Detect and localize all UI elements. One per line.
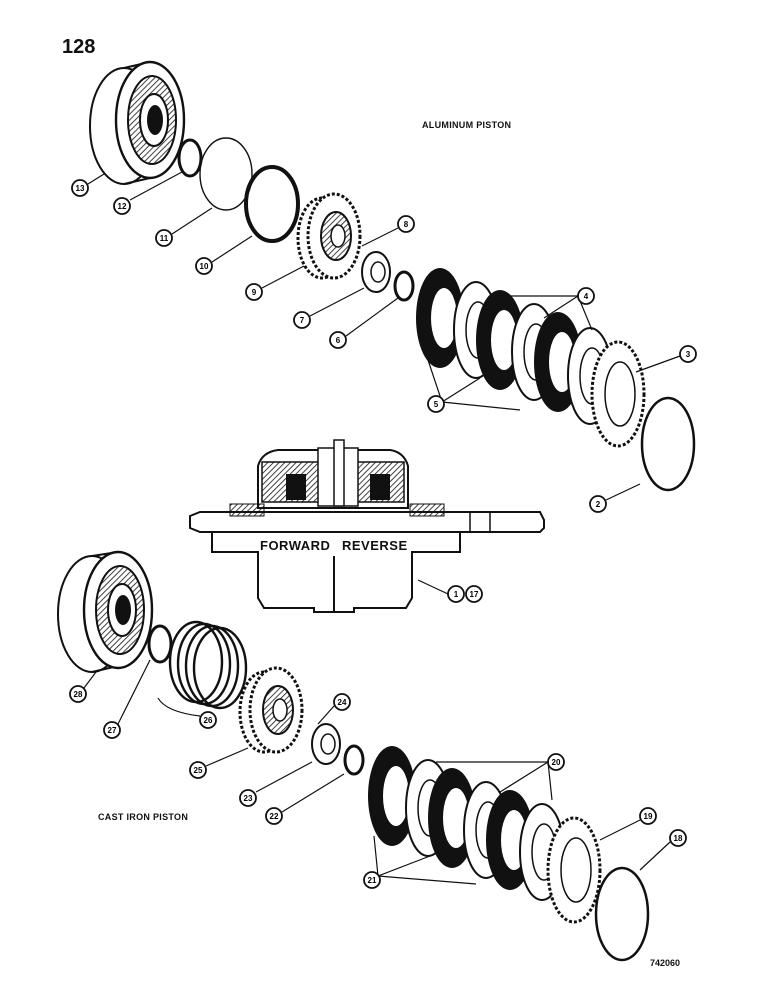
aluminum-piston-label: ALUMINUM PISTON <box>422 120 512 130</box>
forward-label: FORWARD <box>260 538 331 553</box>
svg-text:22: 22 <box>270 812 279 821</box>
retainer-23 <box>311 723 341 765</box>
snap-ring-6 <box>393 270 415 302</box>
clutch-housing-28 <box>57 550 154 673</box>
callout-9: 9 <box>245 283 263 301</box>
svg-text:11: 11 <box>160 234 169 243</box>
callout-21: 21 <box>363 871 381 889</box>
svg-text:26: 26 <box>204 716 213 725</box>
svg-text:25: 25 <box>194 766 203 775</box>
piston-rings-26 <box>168 620 248 710</box>
section-view <box>189 439 545 613</box>
callout-20: 20 <box>547 753 565 771</box>
pressure-plate-3 <box>590 340 646 448</box>
svg-text:24: 24 <box>338 698 347 707</box>
callout-24: 24 <box>333 693 351 711</box>
callout-12: 12 <box>113 197 131 215</box>
svg-text:6: 6 <box>336 336 341 345</box>
svg-text:8: 8 <box>404 220 409 229</box>
drawing-code: 742060 <box>650 958 681 968</box>
svg-text:1: 1 <box>454 590 459 599</box>
callout-25: 25 <box>189 761 207 779</box>
callout-8: 8 <box>397 215 415 233</box>
svg-text:5: 5 <box>434 400 439 409</box>
snap-ring-12 <box>177 138 203 178</box>
svg-text:10: 10 <box>200 262 209 271</box>
retainer-7 <box>361 251 391 293</box>
svg-text:9: 9 <box>252 288 257 297</box>
callout-23: 23 <box>239 789 257 807</box>
leader-lines <box>83 171 681 885</box>
callout-22: 22 <box>265 807 283 825</box>
svg-text:7: 7 <box>300 316 305 325</box>
svg-text:17: 17 <box>470 590 479 599</box>
svg-text:18: 18 <box>674 834 683 843</box>
piston-9 <box>296 192 362 280</box>
callout-2: 2 <box>589 495 607 513</box>
reverse-label: REVERSE <box>342 538 408 553</box>
clutch-housing-13 <box>89 60 186 185</box>
cast-iron-piston-label: CAST IRON PISTON <box>98 812 189 822</box>
callout-19: 19 <box>639 807 657 825</box>
snap-ring-27 <box>147 624 173 664</box>
svg-text:12: 12 <box>118 202 127 211</box>
callout-11: 11 <box>155 229 173 247</box>
svg-text:21: 21 <box>368 876 377 885</box>
seal-11 <box>199 137 253 211</box>
callout-4: 4 <box>577 287 595 305</box>
callout-7: 7 <box>293 311 311 329</box>
seal-ring-10 <box>244 165 300 243</box>
svg-text:19: 19 <box>644 812 653 821</box>
snap-ring-22 <box>343 744 365 776</box>
svg-text:3: 3 <box>686 350 691 359</box>
pressure-plate-19 <box>546 816 602 924</box>
callout-27: 27 <box>103 721 121 739</box>
svg-text:23: 23 <box>244 794 253 803</box>
callout-3: 3 <box>679 345 697 363</box>
callout-5: 5 <box>427 395 445 413</box>
snap-ring-2 <box>640 396 696 492</box>
callout-17: 17 <box>465 585 483 603</box>
svg-text:2: 2 <box>596 500 601 509</box>
piston-25 <box>238 666 304 754</box>
svg-text:20: 20 <box>552 758 561 767</box>
callout-28: 28 <box>69 685 87 703</box>
svg-text:28: 28 <box>74 690 83 699</box>
svg-text:4: 4 <box>584 292 589 301</box>
callout-18: 18 <box>669 829 687 847</box>
clutch-pack-upper <box>416 268 613 425</box>
callout-13: 13 <box>71 179 89 197</box>
callout-10: 10 <box>195 257 213 275</box>
page-number: 128 <box>62 36 96 58</box>
clutch-pack-lower <box>368 746 565 901</box>
svg-text:13: 13 <box>76 184 85 193</box>
callout-6: 6 <box>329 331 347 349</box>
svg-text:27: 27 <box>108 726 117 735</box>
snap-ring-18 <box>594 866 650 962</box>
callout-1: 1 <box>447 585 465 603</box>
callout-26: 26 <box>199 711 217 729</box>
